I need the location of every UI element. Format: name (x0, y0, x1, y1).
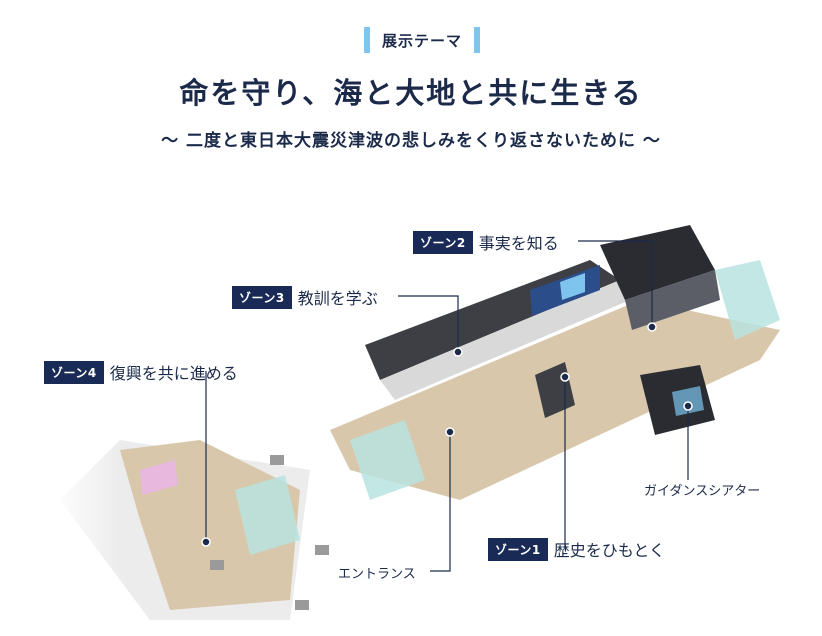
page-title: 命を守り、海と大地と共に生きる (179, 76, 643, 110)
wall-block-1 (270, 455, 284, 465)
zone4-marker (201, 537, 211, 547)
zone2-label: ゾーン2 事実を知る (413, 230, 559, 254)
leader-lines (205, 240, 689, 572)
tag-bar-right (474, 27, 480, 53)
zone1-marker (560, 372, 570, 382)
entrance-marker (445, 427, 455, 437)
back-wall-light (380, 280, 630, 400)
theater-label: ガイダンスシアター (644, 480, 760, 499)
wall-block-3 (295, 600, 309, 610)
zone-markers (201, 322, 693, 547)
zone3-marker (453, 347, 463, 357)
zone4-glass (235, 475, 300, 555)
zone2-badge: ゾーン2 (413, 230, 473, 254)
page-subtitle: ～ 二度と東日本大震災津波の悲しみをくり返さないために ～ (161, 131, 661, 151)
zone4-pink (140, 460, 178, 495)
glass-room-right (715, 260, 780, 340)
entrance-glass (350, 420, 425, 500)
entrance-name: エントランス (338, 567, 416, 582)
zone1-name: 歴史をひもとく (553, 541, 665, 560)
theme-tag: 展示テーマ (356, 27, 488, 53)
zone1-label: ゾーン1 歴史をひもとく (488, 537, 665, 561)
zone3-label: ゾーン3 教訓を学ぶ (232, 285, 378, 309)
entrance-label: エントランス (338, 563, 416, 582)
tag-text: 展示テーマ (381, 31, 462, 50)
zone4-label: ゾーン4 復興を共に進める (44, 360, 238, 384)
theater-name: ガイダンスシアター (644, 484, 761, 499)
zone1-badge: ゾーン1 (488, 537, 548, 561)
zone4-name: 復興を共に進める (109, 364, 238, 383)
wall-block-2 (315, 545, 329, 555)
zone2-name: 事実を知る (478, 234, 559, 253)
zone2-marker (647, 322, 657, 332)
floor-map (50, 225, 780, 630)
left-wing-fade (50, 430, 170, 630)
zone2-room (600, 225, 715, 300)
zone3-badge: ゾーン3 (232, 285, 292, 309)
theater-marker (683, 401, 693, 411)
zone2-room-floor (625, 270, 720, 330)
display-screen-inner (560, 273, 585, 300)
wall-block-4 (210, 560, 224, 570)
zone4-badge: ゾーン4 (44, 360, 104, 384)
theater-screen (672, 386, 704, 416)
zone3-name: 教訓を学ぶ (297, 289, 378, 308)
tag-bar-left (363, 27, 370, 53)
